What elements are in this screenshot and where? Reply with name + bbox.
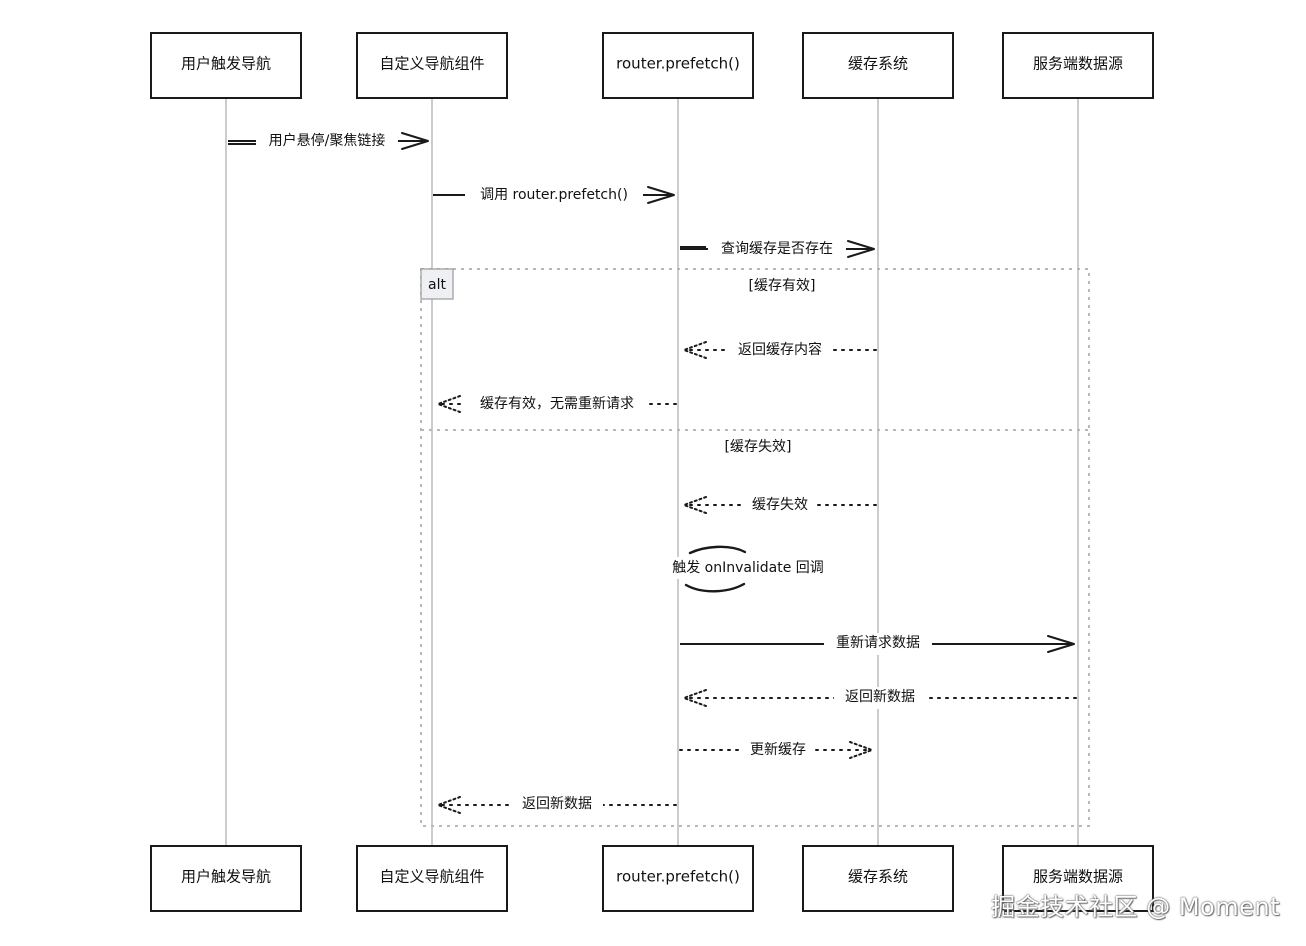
self-loop-bottom [684, 582, 746, 593]
message-cache-valid: 缓存有效，无需重新请求 [435, 393, 677, 415]
actor-top-router: router.prefetch() [602, 32, 754, 99]
arrowhead [849, 741, 875, 759]
actor-box [802, 32, 954, 99]
message-label-bg [256, 130, 398, 152]
alt-frame-tag: alt [428, 277, 446, 293]
message-label-bg [465, 184, 643, 206]
actor-label-user: 用户触发导航 [181, 868, 271, 886]
arrowhead [681, 341, 707, 359]
actor-label-nav: 自定义导航组件 [379, 868, 484, 886]
message-label-bg [727, 339, 833, 361]
arrowhead [401, 132, 429, 150]
message-return-cache: 返回缓存内容 [681, 339, 877, 361]
message-label: 缓存有效，无需重新请求 [480, 396, 634, 412]
arrowhead [847, 240, 875, 258]
message-label: 缓存失效 [752, 497, 808, 513]
actor-label-server: 服务端数据源 [1033, 55, 1123, 73]
arrowhead [435, 796, 461, 814]
message-label: 触发 onInvalidate 回调 [672, 560, 824, 576]
actor-label-nav: 自定义导航组件 [379, 55, 484, 73]
actor-label-cache: 缓存系统 [848, 55, 908, 73]
message-label: 返回新数据 [845, 689, 915, 705]
guard-cache-invalid: [缓存失效] [725, 439, 792, 455]
message-label: 用户悬停/聚焦链接 [269, 132, 386, 149]
message-label-bg [744, 494, 816, 516]
message-label: 返回缓存内容 [738, 341, 822, 358]
actor-box [602, 845, 754, 912]
message-return-new-data-nav: 返回新数据 [435, 794, 677, 816]
actor-top-nav: 自定义导航组件 [356, 32, 508, 99]
actor-box [356, 845, 508, 912]
message-label: 重新请求数据 [836, 635, 920, 651]
message-refetch-data: 重新请求数据 [680, 633, 1075, 655]
actor-box [1002, 845, 1154, 912]
alt-frame: alt [缓存有效] [缓存失效] [420, 268, 1090, 827]
actor-box [356, 32, 508, 99]
watermark: 掘金技术社区 @ Moment [991, 893, 1280, 921]
alt-frame-border [420, 268, 1090, 827]
actor-bottom-server: 服务端数据源 [1002, 845, 1154, 912]
message-on-invalidate: 触发 onInvalidate 回调 [659, 545, 837, 593]
message-label: 调用 router.prefetch() [480, 187, 628, 203]
message-label-bg [659, 557, 837, 579]
arrowhead [681, 496, 707, 514]
actor-label-user: 用户触发导航 [181, 55, 271, 73]
message-call-prefetch: 调用 router.prefetch() [433, 184, 675, 206]
arrowhead [647, 186, 675, 204]
message-label-bg [511, 794, 603, 816]
actor-top-cache: 缓存系统 [802, 32, 954, 99]
self-loop-top [688, 545, 747, 555]
message-label-bg [834, 687, 926, 709]
actor-label-router: router.prefetch() [616, 55, 740, 73]
actor-box [1002, 32, 1154, 99]
guard-cache-valid: [缓存有效] [749, 278, 816, 294]
message-update-cache: 更新缓存 [679, 739, 875, 761]
message-label-bg [824, 633, 932, 655]
actor-box [802, 845, 954, 912]
message-label: 查询缓存是否存在 [721, 241, 833, 257]
message-cache-invalid: 缓存失效 [681, 494, 877, 516]
actor-top-user: 用户触发导航 [150, 32, 302, 99]
message-label-bg [465, 393, 649, 415]
actor-bottom-nav: 自定义导航组件 [356, 845, 508, 912]
message-label: 更新缓存 [750, 742, 806, 758]
message-label-bg [708, 238, 846, 260]
actor-top-server: 服务端数据源 [1002, 32, 1154, 99]
alt-frame-tag-box [420, 268, 454, 300]
message-query-cache: 查询缓存是否存在 [680, 238, 875, 260]
arrowhead [435, 395, 461, 413]
actor-bottom-router: router.prefetch() [602, 845, 754, 912]
actor-label-router: router.prefetch() [616, 868, 740, 886]
message-label-bg [741, 739, 815, 761]
message-label: 返回新数据 [522, 796, 592, 812]
message-hover-focus: 用户悬停/聚焦链接 [228, 130, 429, 152]
actor-box [150, 32, 302, 99]
actor-box [602, 32, 754, 99]
arrowhead [681, 689, 707, 707]
actor-label-cache: 缓存系统 [848, 868, 908, 886]
actor-bottom-user: 用户触发导航 [150, 845, 302, 912]
arrowhead [1047, 635, 1075, 653]
message-return-new-data-server: 返回新数据 [681, 687, 1077, 709]
actor-bottom-cache: 缓存系统 [802, 845, 954, 912]
actor-box [150, 845, 302, 912]
actor-label-server: 服务端数据源 [1033, 868, 1123, 886]
